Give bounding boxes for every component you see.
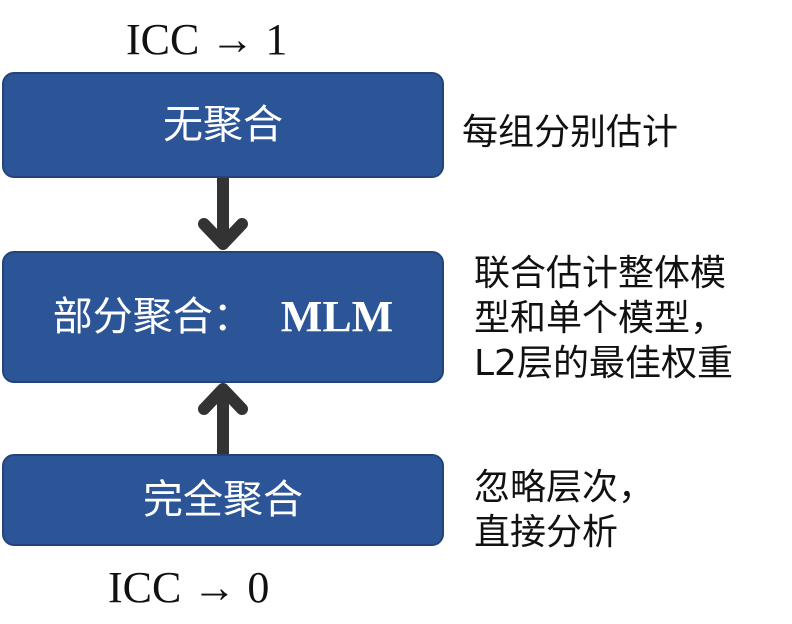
complete-pooling-note: 忽略层次， 直接分析	[474, 465, 654, 555]
arrow-up-icon	[198, 383, 248, 454]
partial-pooling-box: 部分聚合： MLM	[2, 251, 444, 383]
note-line: 联合估计整体模	[474, 253, 727, 294]
partial-pooling-note: 联合估计整体模 型和单个模型， L2层的最佳权重	[474, 251, 733, 386]
no-pooling-label: 无聚合	[163, 102, 283, 148]
no-pooling-note: 每组分别估计	[462, 110, 678, 155]
complete-pooling-box: 完全聚合	[2, 454, 444, 546]
note-line: L2层的最佳权重	[474, 343, 733, 384]
icc-top-label: ICC → 1	[126, 15, 288, 64]
no-pooling-box: 无聚合	[2, 72, 444, 178]
note-line: 直接分析	[474, 512, 619, 553]
note-line: 每组分别估计	[462, 112, 679, 153]
complete-pooling-label: 完全聚合	[143, 477, 303, 523]
note-line: 型和单个模型，	[474, 298, 727, 339]
note-line: 忽略层次，	[474, 467, 655, 508]
icc-bottom-label: ICC → 0	[108, 563, 270, 612]
mlm-label: MLM	[280, 292, 394, 341]
partial-pooling-label: 部分聚合：	[52, 294, 253, 340]
arrow-down-icon	[198, 178, 248, 250]
